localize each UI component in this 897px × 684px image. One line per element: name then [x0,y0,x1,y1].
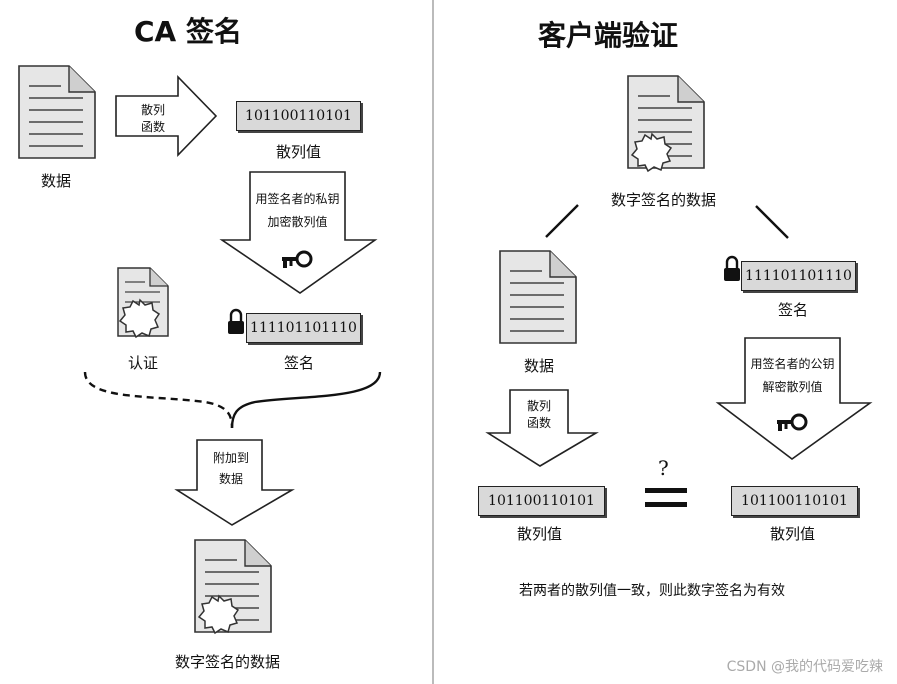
hash-function-label-right-2: 函数 [526,416,551,430]
encrypt-note-2: 加密散列值 [267,215,328,229]
hash-function-label-right-1: 散列 [526,399,551,413]
signature-label: 签名 [284,354,315,372]
equals-icon [645,488,687,493]
lock-icon [226,308,246,336]
signature-box-right: 111101101110 [741,261,856,291]
decrypt-arrow-icon [715,337,873,460]
hash-value-label-left: 散列值 [517,525,563,543]
decrypt-note-2: 解密散列值 [762,380,823,394]
data-label: 数据 [41,172,72,190]
signed-data-label: 数字签名的数据 [175,653,281,671]
compare-question-mark: ? [658,456,669,480]
hash-value-label: 散列值 [276,143,322,161]
watermark: CSDN @我的代码爱吃辣 [726,659,883,675]
attach-note-2: 数据 [218,472,243,486]
hash-value-box-left: 101100110101 [478,486,605,516]
encrypt-arrow-icon [219,171,378,294]
hash-function-label-1: 散列 [140,103,165,117]
ca-title: CA 签名 [134,15,242,48]
document-icon [18,65,96,159]
data-label-right: 数据 [524,357,555,375]
signature-brace [230,371,382,429]
decrypt-note-1: 用签名者的公钥 [750,357,835,371]
hash-function-arrow-icon [115,75,218,157]
lock-icon-right [722,255,742,283]
hash-function-label-2: 函数 [140,120,165,134]
document-icon-right [499,250,577,344]
signature-box: 111101101110 [246,313,361,343]
attach-note-1: 附加到 [212,451,249,465]
signature-label-right: 签名 [778,301,809,319]
cert-label: 认证 [128,354,159,372]
conclusion-text: 若两者的散列值一致，则此数字签名为有效 [519,583,785,599]
hash-value-box: 101100110101 [236,101,361,131]
encrypt-note-1: 用签名者的私钥 [255,192,340,206]
signed-data-label-right: 数字签名的数据 [611,191,717,209]
hash-value-label-right: 散列值 [770,525,816,543]
hash-function-arrow-icon-right [485,389,599,467]
certificate-brace [83,371,234,429]
split-line-right [755,205,789,239]
split-line-left [545,204,579,238]
client-title: 客户端验证 [538,19,679,52]
attach-arrow-icon [174,439,295,526]
hash-value-box-right: 101100110101 [731,486,858,516]
